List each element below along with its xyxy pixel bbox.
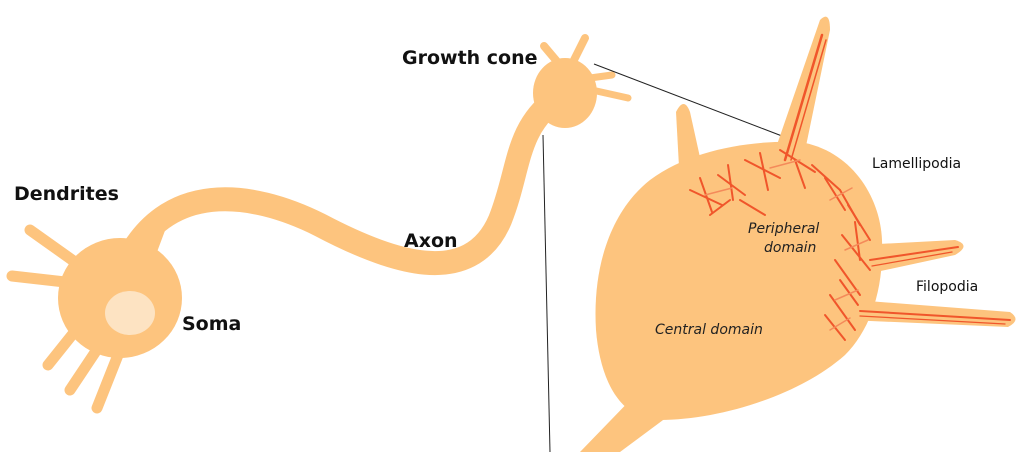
dendrite	[97, 350, 120, 408]
small-growth-cone	[533, 38, 628, 128]
label-peripheral-domain-line1: Peripheral	[748, 221, 819, 237]
axon	[125, 100, 555, 265]
label-dendrites: Dendrites	[14, 183, 119, 205]
nucleus	[105, 291, 155, 335]
small-cone-body	[533, 58, 597, 128]
label-filopodia: Filopodia	[916, 279, 978, 295]
label-central-domain: Central domain	[655, 322, 763, 338]
filopodium	[574, 38, 585, 60]
label-lamellipodia: Lamellipodia	[872, 156, 961, 172]
label-growth-cone: Growth cone	[402, 47, 538, 69]
label-axon: Axon	[404, 230, 458, 252]
dendrite	[12, 276, 65, 282]
label-peripheral-domain-line2: domain	[764, 240, 816, 256]
dendrite	[30, 230, 75, 262]
zoom-line-bottom	[543, 135, 550, 452]
neuron	[12, 38, 628, 408]
label-soma: Soma	[182, 313, 241, 335]
cone-body	[595, 142, 882, 420]
dendrite	[48, 335, 72, 365]
filopodium	[592, 90, 628, 98]
